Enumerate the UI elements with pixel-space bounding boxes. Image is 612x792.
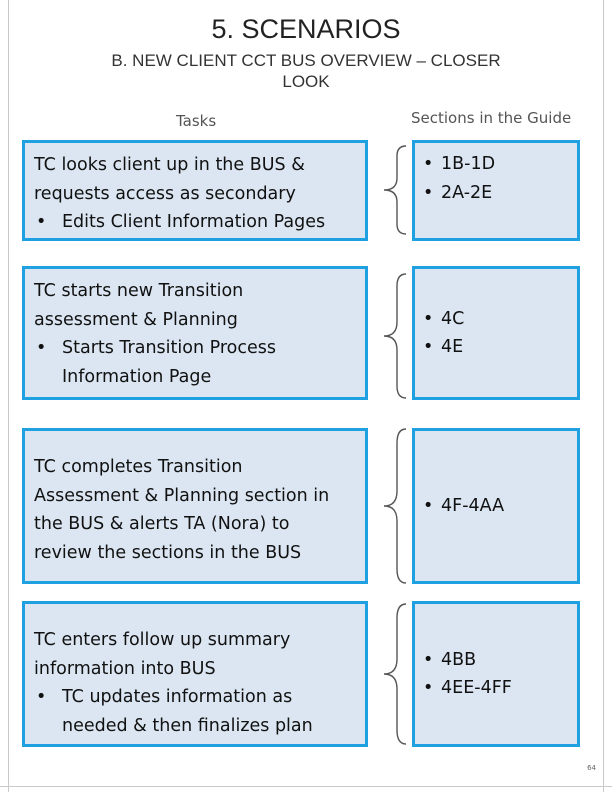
bullet-glyph: • bbox=[423, 337, 434, 357]
task-line: TC starts new Transition bbox=[34, 281, 244, 301]
bullet-glyph: • bbox=[36, 212, 47, 232]
section-ref: 4F-4AA bbox=[441, 495, 505, 516]
task-line: TC enters follow up summary bbox=[34, 630, 291, 650]
curly-brace-icon bbox=[383, 145, 407, 235]
task-bullet: • TC updates information as needed & the… bbox=[34, 683, 356, 740]
page-frame-bottom bbox=[0, 786, 612, 787]
task-line: TC looks client up in the BUS & bbox=[34, 155, 305, 175]
task-bullet-line: Information Page bbox=[62, 366, 212, 387]
task-bullet-line: needed & then finalizes plan bbox=[62, 715, 313, 736]
section-ref: 2A-2E bbox=[441, 182, 493, 203]
section-item: • 4BB bbox=[423, 646, 569, 675]
section-item: • 4C bbox=[423, 305, 569, 334]
page-frame-left bbox=[8, 0, 9, 792]
bullet-glyph: • bbox=[423, 308, 434, 329]
task-bullet-line: TC updates information as bbox=[62, 687, 293, 707]
section-item: • 4EE-4FF bbox=[423, 674, 569, 703]
bullet-glyph: • bbox=[423, 649, 434, 670]
bullet-glyph: • bbox=[36, 687, 47, 707]
curly-brace-icon bbox=[383, 603, 407, 745]
subtitle-line-2: LOOK bbox=[282, 72, 330, 91]
task-bullet-text: TC updates information as needed & then … bbox=[62, 683, 313, 740]
page-subtitle: B. NEW CLIENT CCT BUS OVERVIEW – CLOSER … bbox=[70, 50, 542, 92]
bullet-glyph: • bbox=[423, 154, 434, 174]
task-box-1: TC looks client up in the BUS & requests… bbox=[22, 140, 368, 241]
section-ref: 4C bbox=[441, 308, 465, 329]
sections-column-header: Sections in the Guide bbox=[411, 109, 572, 127]
section-box-1: • 1B-1D • 2A-2E bbox=[412, 140, 580, 241]
task-line: Assessment & Planning section in bbox=[34, 485, 330, 506]
section-box-4: • 4BB • 4EE-4FF bbox=[412, 601, 580, 747]
section-box-2: • 4C • 4E bbox=[412, 266, 580, 400]
task-box-2: TC starts new Transition assessment & Pl… bbox=[22, 266, 368, 400]
task-bullet: • Starts Transition Process Information … bbox=[34, 334, 356, 391]
curly-brace-icon bbox=[383, 273, 407, 399]
task-line: information into BUS bbox=[34, 658, 216, 679]
bullet-glyph: • bbox=[423, 182, 434, 203]
bullet-glyph: • bbox=[423, 495, 434, 516]
task-bullet-line: Starts Transition Process bbox=[62, 338, 277, 358]
section-ref: 1B-1D bbox=[441, 154, 496, 174]
section-item: • 4F-4AA bbox=[423, 492, 569, 521]
task-bullet-text: Starts Transition Process Information Pa… bbox=[62, 334, 276, 391]
task-box-4: TC enters follow up summary information … bbox=[22, 601, 368, 747]
section-ref: 4E bbox=[441, 337, 464, 357]
section-ref: 4BB bbox=[441, 649, 477, 670]
curly-brace-icon bbox=[383, 428, 407, 584]
page-number: 64 bbox=[587, 764, 596, 772]
task-line: the BUS & alerts TA (Nora) to bbox=[34, 514, 290, 534]
task-line: review the sections in the BUS bbox=[34, 542, 302, 563]
section-box-3: • 4F-4AA bbox=[412, 428, 580, 584]
task-line: TC completes Transition bbox=[34, 457, 243, 477]
section-ref: 4EE-4FF bbox=[441, 678, 512, 698]
page-frame-right bbox=[603, 0, 604, 792]
subtitle-line-1: B. NEW CLIENT CCT BUS OVERVIEW – CLOSER bbox=[111, 51, 501, 70]
tasks-column-header: Tasks bbox=[176, 112, 217, 130]
bullet-glyph: • bbox=[36, 338, 47, 358]
section-item: • 4E bbox=[423, 333, 569, 362]
section-item: • 2A-2E bbox=[423, 179, 569, 208]
task-box-3: TC completes Transition Assessment & Pla… bbox=[22, 428, 368, 584]
section-item: • 1B-1D bbox=[423, 150, 569, 179]
task-line: assessment & Planning bbox=[34, 309, 238, 330]
page-title: 5. SCENARIOS bbox=[211, 14, 401, 44]
task-line: requests access as secondary bbox=[34, 183, 296, 204]
bullet-glyph: • bbox=[423, 678, 434, 698]
task-bullet: • Edits Client Information Pages bbox=[34, 208, 356, 237]
task-bullet-text: Edits Client Information Pages bbox=[62, 212, 326, 232]
